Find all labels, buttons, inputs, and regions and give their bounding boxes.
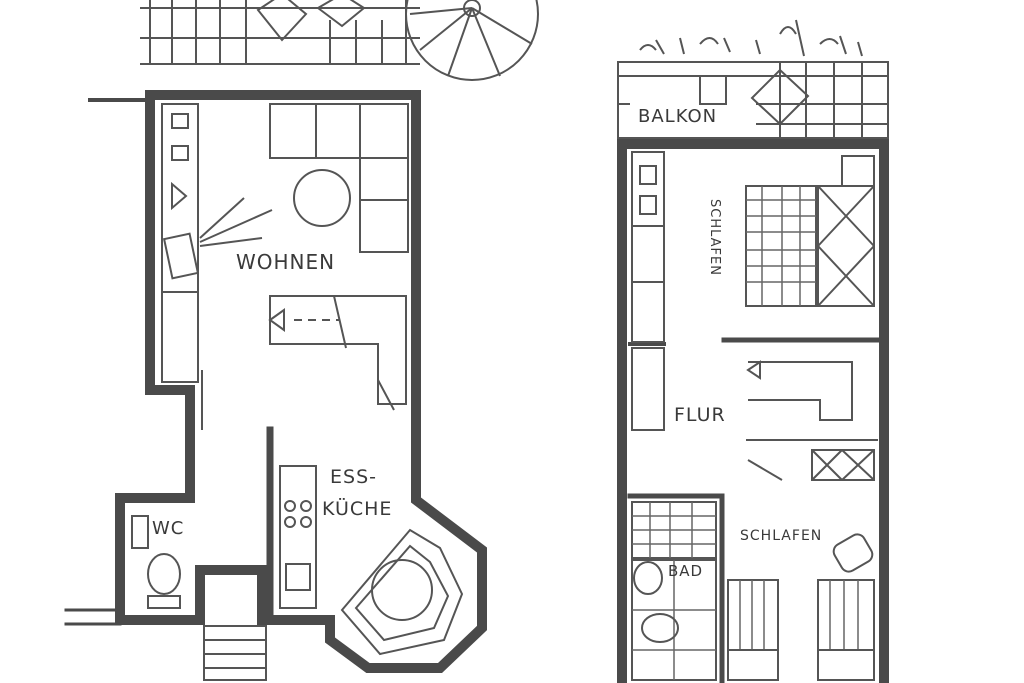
entrance-steps [203,625,267,681]
living-sofa [269,103,409,253]
dining-table [371,559,433,621]
balcony [617,61,889,139]
room-label-bad: BAD [668,562,704,580]
tv-signal [199,197,273,247]
stairs-right [746,360,878,481]
right-floor-walls [617,139,889,683]
bath-fixtures [631,501,717,681]
terrace-chairs [256,0,366,42]
room-label-schlafen-lower: SCHLAFEN [740,528,823,544]
left-floor-walls [64,90,487,673]
room-label-balkon: BALKON [638,106,718,127]
wardrobe [631,151,665,431]
garden-table [405,0,539,81]
lower-beds [727,533,875,681]
kitchen-units [161,103,200,383]
wc-fixtures [131,515,181,609]
living-table [293,169,351,227]
balcony-plants [639,19,863,57]
room-label-flur: FLUR [674,404,726,426]
room-label-kueche-line2: KÜCHE [322,498,393,520]
dining-bench [340,528,464,656]
terrace-pavers [140,0,420,65]
room-label-ess-line1: ESS- [330,466,377,488]
room-label-wc: WC [152,518,185,539]
room-label-schlafen-upper: SCHLAFEN [706,199,722,276]
room-label-wohnen: WOHNEN [236,250,336,274]
kitchen-row [279,465,317,609]
upper-bed [745,155,875,307]
stairs-left [268,295,407,411]
